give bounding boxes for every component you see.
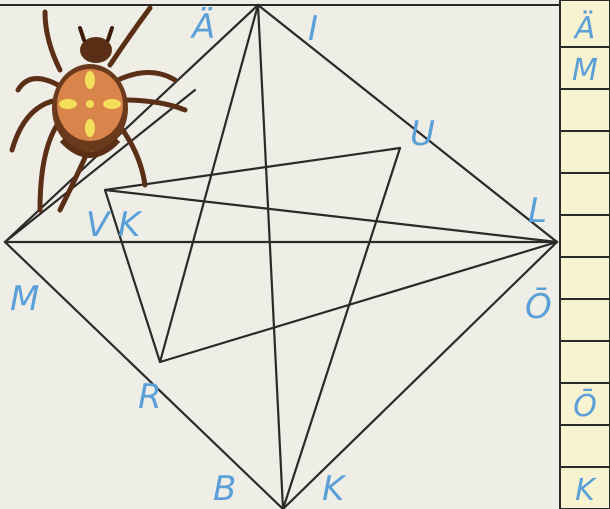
answer-cell: M [572,53,598,88]
line-v-l [105,190,557,242]
label-k-left: K [118,205,143,245]
label-i: I [308,9,318,49]
label-o-macron: Ō [525,287,552,327]
label-u: U [410,114,435,154]
label-r: R [138,377,162,417]
line-v-u [105,148,400,190]
label-k-bottom: K [322,469,347,509]
answer-cell: K [575,473,597,508]
label-v: V [86,205,112,245]
line-a-r [160,5,258,362]
answer-column: ÄM Ō K [560,0,610,509]
answer-cell: Ō [573,388,597,424]
label-l: L [528,191,547,231]
label-b: B [213,469,236,509]
line-u-b [283,148,400,509]
spider-icon [12,8,185,210]
line-a-b [258,5,283,509]
label-a-umlaut: Ä [190,7,215,47]
line-r-l [160,242,557,362]
label-m: M [10,279,39,319]
answer-cell: Ä [573,10,596,46]
